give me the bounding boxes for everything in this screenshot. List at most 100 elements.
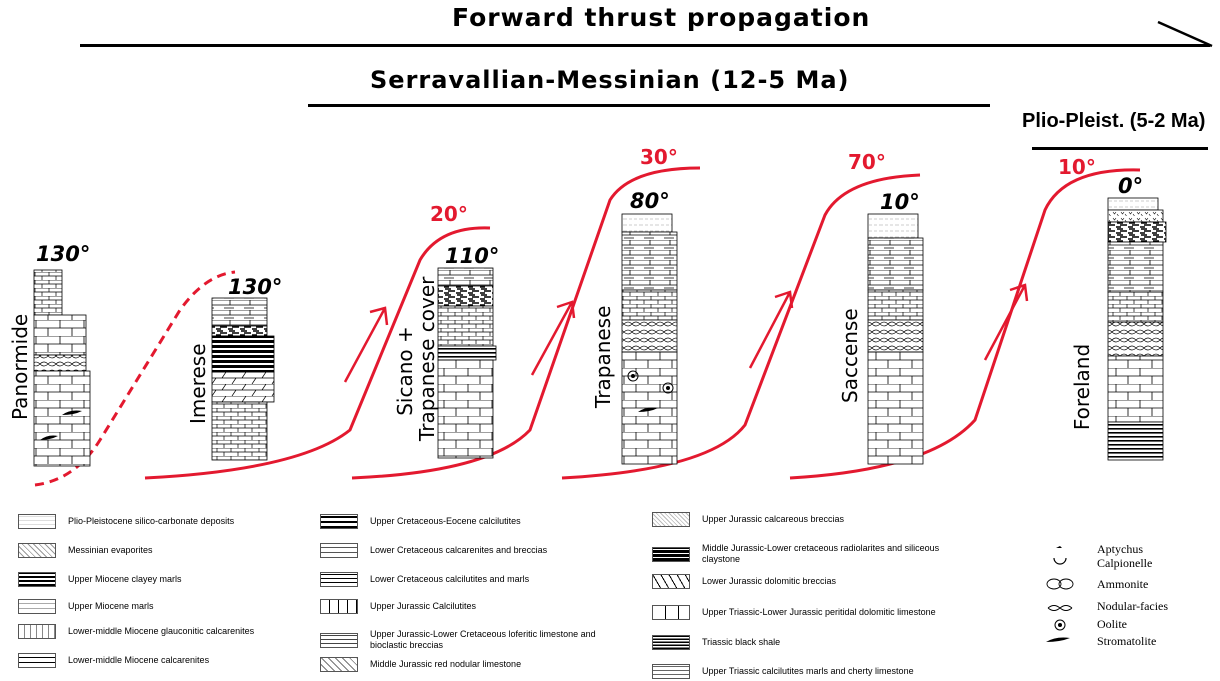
legend-label: Upper Jurassic-Lower Cretaceous loferiti… xyxy=(370,629,596,650)
angle-sicano: 110° xyxy=(445,244,500,268)
column-saccense xyxy=(867,213,924,465)
period-title-serravallian: Serravallian-Messinian (12-5 Ma) xyxy=(370,66,850,94)
main-title-rule xyxy=(80,44,1210,47)
symbol-label-nodular-facies: Nodular-facies xyxy=(1097,599,1169,613)
rotation-sicano: 20° xyxy=(430,202,468,226)
legend-swatch xyxy=(18,624,56,639)
column-panormide xyxy=(33,269,91,467)
legend-item: Upper Cretaceous-Eocene calcilutites xyxy=(320,514,610,529)
legend-swatch xyxy=(320,632,358,648)
legend-swatch xyxy=(18,514,56,529)
legend-label: Upper Cretaceous-Eocene calcilutites xyxy=(370,516,521,526)
label-panormide: Panormide xyxy=(8,313,32,420)
legend-swatch xyxy=(320,599,358,614)
thrust-arrow-3 xyxy=(748,290,794,369)
angle-trapanese: 80° xyxy=(630,189,670,213)
legend-swatch xyxy=(18,572,56,587)
legend-item: Lower Cretaceous calcarenites and brecci… xyxy=(320,543,610,558)
label-sicano: Sicano + Trapanese cover xyxy=(393,276,439,441)
thrust-arrow-4 xyxy=(983,283,1029,361)
symbol-label-calpionelle: Calpionelle xyxy=(1097,556,1153,570)
stromatolite-icon xyxy=(1046,637,1070,642)
legend-swatch xyxy=(652,574,690,589)
legend-swatch xyxy=(18,599,56,614)
thrust-curve-saccense xyxy=(561,173,921,480)
legend-swatch xyxy=(18,653,56,668)
legend-label: Messinian evaporites xyxy=(68,545,153,555)
symbol-label-ammonite: Ammonite xyxy=(1097,577,1149,591)
legend-item: Upper Miocene marls xyxy=(18,599,308,614)
legend-item: Plio-Pleistocene silico-carbonate deposi… xyxy=(18,514,308,529)
label-sicano-line1: Sicano + xyxy=(393,326,417,416)
legend-swatch xyxy=(320,514,358,529)
label-imerese: Imerese xyxy=(186,343,210,425)
legend-item: Upper Miocene clayey marls xyxy=(18,572,308,587)
column-sicano xyxy=(437,267,497,459)
label-saccense: Saccense xyxy=(838,308,862,403)
period-title-plio-pleist: Plio-Pleist. (5-2 Ma) xyxy=(1022,110,1206,132)
angle-panormide: 130° xyxy=(36,242,91,266)
legend-item: Lower Cretaceous calcilutites and marls xyxy=(320,572,610,587)
fossil-symbols xyxy=(1046,546,1074,642)
legend-label: Lower Cretaceous calcarenites and brecci… xyxy=(370,545,548,555)
legend-swatch xyxy=(652,635,690,650)
period-rule-serravallian xyxy=(308,104,990,107)
legend-swatch xyxy=(320,572,358,587)
legend-item: Lower Jurassic dolomitic breccias xyxy=(652,574,942,589)
symbol-label-aptychus: Aptychus xyxy=(1097,542,1143,556)
legend-item: Middle Jurassic red nodular limestone xyxy=(320,657,610,672)
rotation-foreland: 10° xyxy=(1058,155,1096,179)
thrust-arrow-2 xyxy=(530,300,576,376)
ammonite-icon xyxy=(1046,578,1074,590)
calpionelle-icon xyxy=(1053,557,1067,565)
legend-swatch xyxy=(652,664,690,679)
symbol-label-stromatolite: Stromatolite xyxy=(1097,634,1157,648)
legend-label: Upper Miocene marls xyxy=(68,601,154,611)
legend-item: Middle Jurassic-Lower cretaceous radiola… xyxy=(652,543,942,565)
legend-item: Messinian evaporites xyxy=(18,543,308,558)
legend-label: Middle Jurassic red nodular limestone xyxy=(370,659,522,669)
legend-swatch xyxy=(320,657,358,672)
label-trapanese: Trapanese xyxy=(591,305,615,408)
legend-label: Plio-Pleistocene silico-carbonate deposi… xyxy=(68,516,235,526)
legend-label: Middle Jurassic-Lower cretaceous radiola… xyxy=(702,543,940,564)
thrust-curve-imerese xyxy=(34,270,236,487)
thrust-arrow-1 xyxy=(343,306,389,383)
angle-foreland: 0° xyxy=(1118,174,1144,198)
column-trapanese xyxy=(621,213,678,465)
legend-swatch xyxy=(652,546,690,562)
symbol-label-oolite: Oolite xyxy=(1097,617,1127,631)
label-sicano-line2: Trapanese cover xyxy=(415,276,439,441)
legend-label: Lower Jurassic dolomitic breccias xyxy=(702,576,837,586)
legend-item: Lower-middle Miocene glauconitic calcare… xyxy=(18,624,308,639)
thrust-arrows xyxy=(343,283,1029,383)
rotation-saccense: 70° xyxy=(848,150,886,174)
label-foreland: Foreland xyxy=(1070,343,1094,431)
legend-item: Upper Jurassic Calcilutites xyxy=(320,599,610,614)
legend-item: Upper Jurassic calcareous breccias xyxy=(652,512,942,527)
legend-swatch xyxy=(18,543,56,558)
thrust-curve-sicano xyxy=(144,226,491,480)
legend-swatch xyxy=(320,543,358,558)
legend-swatch xyxy=(652,512,690,527)
angle-saccense: 10° xyxy=(880,190,920,214)
column-foreland xyxy=(1107,197,1167,461)
aptychus-icon xyxy=(1056,546,1062,548)
thrust-curve-trapanese xyxy=(351,166,701,480)
legend-label: Upper Miocene clayey marls xyxy=(68,574,182,584)
rotation-trapanese: 30° xyxy=(640,145,678,169)
period-rule-plio-pleist xyxy=(1032,147,1208,150)
thrust-curve-foreland xyxy=(789,168,1141,480)
column-imerese xyxy=(211,297,275,461)
legend-item: Lower-middle Miocene calcarenites xyxy=(18,653,308,668)
legend-label: Lower-middle Miocene glauconitic calcare… xyxy=(68,626,255,636)
main-title: Forward thrust propagation xyxy=(452,3,871,32)
legend-label: Lower-middle Miocene calcarenites xyxy=(68,655,210,665)
legend-label: Lower Cretaceous calcilutites and marls xyxy=(370,574,530,584)
oolite-icon xyxy=(1054,619,1066,631)
legend-item: Upper Jurassic-Lower Cretaceous loferiti… xyxy=(320,629,610,651)
nodular-facies-icon xyxy=(1047,605,1073,611)
legend-swatch xyxy=(652,605,690,620)
legend-label: Upper Triassic calcilutites marls and ch… xyxy=(702,666,914,676)
